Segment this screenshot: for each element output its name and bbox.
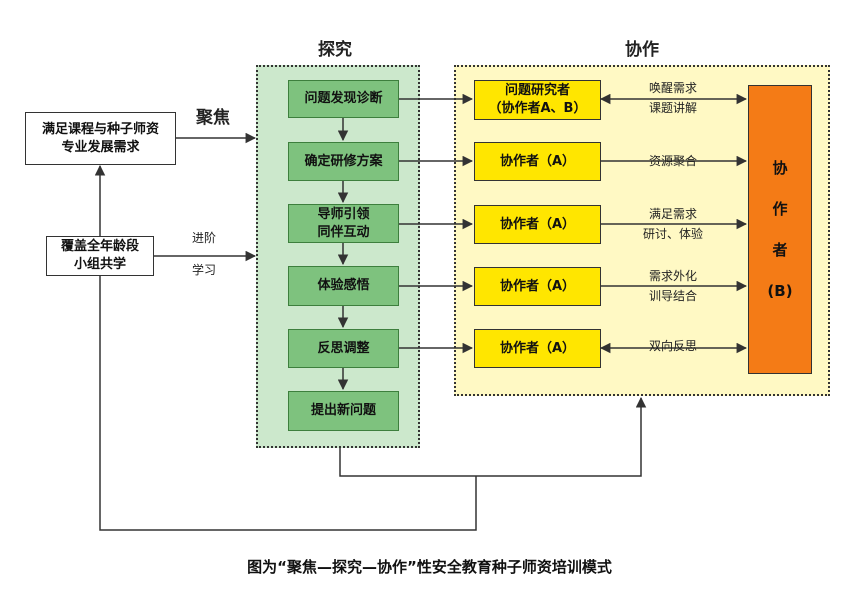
needs-box: 满足课程与种子师资 专业发展需求 — [25, 112, 176, 165]
link-label-4: 需求外化 训导结合 — [618, 268, 728, 304]
collaborator-b-char-4: (B) — [767, 281, 793, 300]
link-label-2a: 资源聚合 — [648, 154, 697, 168]
step-label-6: 提出新问题 — [310, 403, 376, 418]
explore-header: 探究 — [318, 40, 352, 60]
collaborator-b-box: 协 作 者 (B) — [748, 85, 812, 374]
link-label-1b: 课题讲解 — [648, 101, 697, 115]
explore-to-collaborate-arrow — [339, 396, 647, 477]
caption: 图为“聚焦—探究—协作”性安全教育种子师资培训模式 — [247, 558, 612, 576]
link-label-1a: 唤醒需求 — [648, 81, 697, 95]
step-box-2: 确定研修方案 — [288, 142, 399, 181]
link-label-2: 资源聚合 — [618, 153, 728, 169]
step-label-1: 问题发现诊断 — [304, 91, 383, 106]
link-label-4a: 需求外化 — [648, 269, 697, 283]
collaborator-box-5: 协作者（A） — [474, 329, 601, 368]
collaborator-box-1: 问题研究者 （协作者A、B） — [474, 80, 601, 120]
collaborator-label-1b: （协作者A、B） — [488, 101, 587, 116]
link-label-4b: 训导结合 — [648, 289, 697, 303]
collaborator-box-3: 协作者（A） — [474, 205, 601, 244]
collaborator-b-char-1: 协 — [772, 158, 788, 177]
collaborator-label-2: 协作者（A） — [499, 153, 576, 169]
link-label-3: 满足需求 研讨、体验 — [618, 206, 728, 242]
step-label-3b: 同伴互动 — [317, 224, 370, 240]
link-label-1: 唤醒需求 课题讲解 — [618, 80, 728, 116]
link-label-3b: 研讨、体验 — [642, 227, 703, 241]
groups-line-2: 小组共学 — [73, 257, 126, 272]
collaborator-box-4: 协作者（A） — [474, 267, 601, 306]
groups-line-1: 覆盖全年龄段 — [60, 239, 139, 254]
advance-label: 进阶 — [192, 231, 217, 245]
link-label-3a: 满足需求 — [648, 207, 697, 221]
step-label-2: 确定研修方案 — [304, 153, 383, 169]
step-box-4: 体验感悟 — [288, 266, 399, 306]
link-label-5a: 双向反思 — [648, 339, 697, 353]
groups-loop-arrow — [99, 276, 477, 531]
collaborator-label-4: 协作者（A） — [499, 278, 576, 294]
link-label-5: 双向反思 — [618, 338, 728, 354]
needs-line-1: 满足课程与种子师资 — [41, 121, 159, 137]
collaborator-box-2: 协作者（A） — [474, 142, 601, 181]
step-label-5: 反思调整 — [317, 340, 370, 356]
collaborator-label-5: 协作者（A） — [499, 340, 576, 356]
collaborator-b-char-2: 作 — [772, 199, 788, 218]
step-label-3a: 导师引领 — [317, 206, 370, 222]
groups-box: 覆盖全年龄段 小组共学 — [46, 236, 154, 276]
collaborator-b-char-3: 者 — [772, 240, 788, 259]
step-box-5: 反思调整 — [288, 329, 399, 368]
needs-line-2: 专业发展需求 — [61, 139, 140, 155]
collaborator-label-1a: 问题研究者 — [504, 83, 570, 98]
step-label-4: 体验感悟 — [317, 278, 370, 293]
step-box-6: 提出新问题 — [288, 391, 399, 431]
step-box-3: 导师引领 同伴互动 — [288, 204, 399, 243]
collaborate-header: 协作 — [625, 40, 659, 60]
focus-label: 聚焦 — [196, 108, 230, 128]
step-box-1: 问题发现诊断 — [288, 80, 399, 118]
study-label: 学习 — [192, 263, 217, 277]
collaborator-label-3: 协作者（A） — [499, 216, 576, 232]
